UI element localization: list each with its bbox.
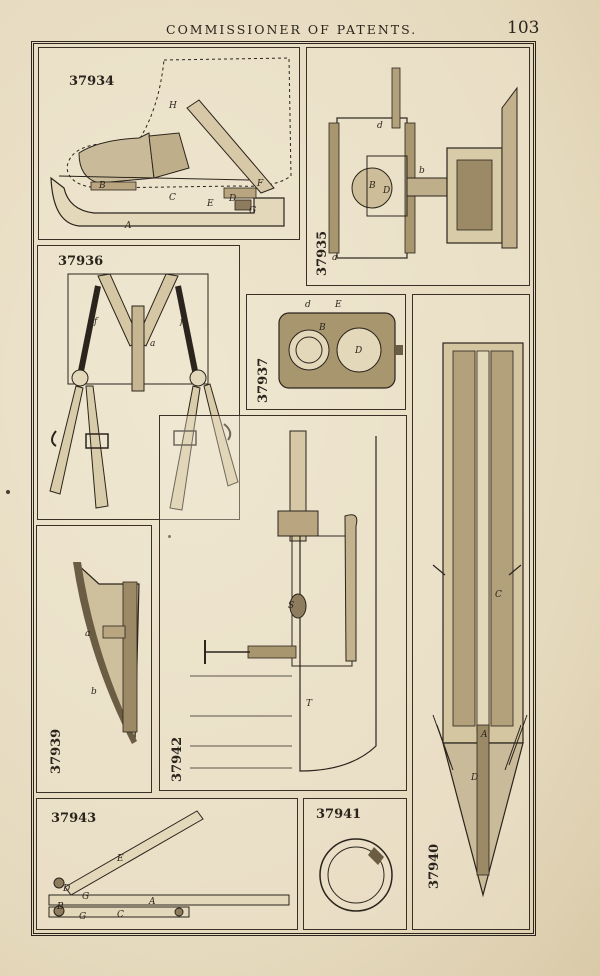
page-header-title: COMMISSIONER OF PATENTS.	[166, 22, 418, 37]
figure-37937-label: E	[334, 300, 342, 310]
figure-37934-label: E	[206, 199, 214, 209]
figure-37943-label: G	[79, 912, 86, 922]
figure-37943-label: B	[56, 902, 64, 912]
figure-37937-panel: d E B D 37937	[246, 294, 406, 410]
figure-37935-drawing: d B D b a	[328, 67, 518, 263]
figure-37935-label: a	[332, 253, 337, 263]
paper-speck	[168, 535, 171, 538]
figure-37935-label: b	[419, 166, 425, 176]
figure-37934-label: C	[169, 193, 176, 203]
figure-37941-number: 37941	[316, 807, 362, 822]
figure-37934-panel: 37934 H B C E D F G A	[38, 47, 300, 240]
figure-37936-drawing: f a f	[49, 273, 239, 511]
figure-37936-number: 37936	[58, 254, 104, 269]
figure-37940-label: C	[495, 590, 502, 600]
figure-37934-number: 37934	[69, 74, 115, 89]
figure-37934-label: B	[98, 181, 106, 191]
figure-37942-label: S	[288, 601, 294, 611]
figure-37934-label: H	[168, 101, 177, 111]
figure-37942-panel: S T 37942	[159, 415, 407, 791]
figure-37943-label: A	[148, 897, 156, 907]
figure-37943-label: C	[117, 910, 124, 920]
figure-37939-drawing: a b	[73, 562, 140, 744]
figure-37935-label: D	[382, 186, 390, 196]
figure-37934-label: F	[256, 179, 264, 189]
figure-37942-label: T	[306, 699, 313, 709]
figure-37941-panel: 37941	[303, 798, 407, 930]
figure-37937-number: 37937	[256, 357, 271, 403]
paper-speck	[6, 490, 10, 494]
figure-37934-label: A	[124, 221, 132, 231]
figure-37939-label: b	[91, 687, 97, 697]
figure-37939-label: a	[85, 629, 90, 639]
figure-37934-label: D	[228, 194, 236, 204]
figure-37939-number: 37939	[49, 728, 64, 774]
figure-37942-number: 37942	[170, 736, 185, 782]
page-number: 103	[507, 18, 540, 38]
figure-37940-number: 37940	[427, 843, 442, 889]
figure-37940-drawing: C A D	[432, 342, 528, 898]
figure-37935-label: B	[368, 181, 376, 191]
figure-37935-number: 37935	[315, 230, 330, 276]
figure-37937-label: D	[354, 346, 362, 356]
figure-37940-label: A	[480, 730, 488, 740]
figure-37937-label: d	[305, 300, 311, 310]
figure-37943-number: 37943	[51, 811, 97, 826]
figure-37934-drawing: H B C E D F G A	[50, 57, 292, 231]
figure-37943-label: G	[82, 892, 89, 902]
figure-37943-label: E	[116, 854, 124, 864]
figure-37936-label: a	[150, 339, 155, 349]
figure-37940-label: D	[470, 773, 478, 783]
figure-37940-panel: C A D 37940	[412, 294, 530, 930]
figure-37935-panel: d B D b a 37935	[306, 47, 530, 286]
figure-37943-label: D	[62, 884, 70, 894]
figure-37943-panel: 37943 E D G B A C G	[36, 798, 298, 930]
figure-37937-label: B	[318, 323, 326, 333]
figure-37936-panel: 37936 f a f	[37, 245, 240, 520]
figure-37942-drawing: S T	[190, 430, 377, 772]
figure-37941-drawing	[319, 838, 393, 912]
figure-37935-label: d	[377, 121, 383, 131]
figure-37936-label: f	[93, 317, 99, 327]
figure-37937-drawing: d E B D	[278, 300, 403, 389]
figure-37943-drawing: E D G B A C G	[48, 810, 290, 922]
figure-37936-label: f	[179, 317, 185, 327]
patent-plate-frame	[31, 41, 536, 936]
figure-37939-panel: a b 37939	[36, 525, 152, 793]
figure-37934-label: G	[249, 206, 256, 216]
